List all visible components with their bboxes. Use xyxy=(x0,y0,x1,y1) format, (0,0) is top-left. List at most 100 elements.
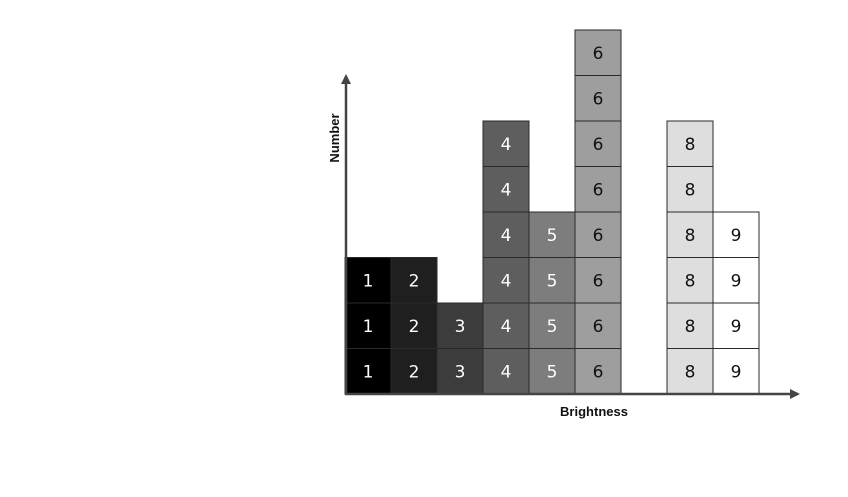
cell-label: 6 xyxy=(593,226,604,246)
cell-label: 8 xyxy=(685,271,696,291)
cell-4-6: 4 xyxy=(482,120,530,167)
cell-label: 5 xyxy=(547,317,558,337)
cell-label: 4 xyxy=(501,135,512,155)
cell-label: 8 xyxy=(685,135,696,155)
cell-box xyxy=(666,120,714,167)
cell-6-6: 6 xyxy=(574,120,622,167)
cell-9-4: 9 xyxy=(712,211,760,258)
cell-label: 6 xyxy=(593,271,604,291)
cell-box xyxy=(482,120,530,167)
cell-label: 4 xyxy=(501,180,512,200)
cell-box xyxy=(574,29,622,76)
histogram-cells: 1 1 1 2 2 2 3 3 4 4 4 4 4 4 5 5 5 5 6 6 6 6 6 6 6 6 8 8 8 8 8 8 9 9 9 9 xyxy=(344,29,760,395)
cell-label: 8 xyxy=(685,317,696,337)
cell-box xyxy=(436,302,484,349)
cell-box xyxy=(574,75,622,122)
cell-3-2: 3 xyxy=(436,302,484,349)
cell-label: 9 xyxy=(731,317,742,337)
cell-box xyxy=(666,348,714,395)
cell-box xyxy=(712,302,760,349)
cell-box xyxy=(482,211,530,258)
cell-label: 5 xyxy=(547,362,558,382)
cell-8-3: 8 xyxy=(666,257,714,304)
cell-label: 8 xyxy=(685,362,696,382)
cell-label: 1 xyxy=(363,317,374,337)
cell-8-4: 8 xyxy=(666,211,714,258)
cell-2-1: 2 xyxy=(390,348,438,395)
cell-box xyxy=(390,302,438,349)
cell-box xyxy=(712,257,760,304)
cell-1-2: 1 xyxy=(344,302,392,349)
cell-4-2: 4 xyxy=(482,302,530,349)
cell-9-3: 9 xyxy=(712,257,760,304)
cell-3-1: 3 xyxy=(436,348,484,395)
cell-5-1: 5 xyxy=(528,348,576,395)
cell-box xyxy=(666,257,714,304)
cell-label: 5 xyxy=(547,271,558,291)
cell-1-3: 1 xyxy=(344,257,392,304)
y-axis-label: Number xyxy=(327,113,342,162)
cell-label: 6 xyxy=(593,180,604,200)
cell-box xyxy=(344,348,392,395)
cell-8-6: 8 xyxy=(666,120,714,167)
cell-2-3: 2 xyxy=(390,257,438,304)
cell-8-5: 8 xyxy=(666,166,714,213)
cell-9-1: 9 xyxy=(712,348,760,395)
cell-4-4: 4 xyxy=(482,211,530,258)
cell-label: 9 xyxy=(731,271,742,291)
cell-label: 4 xyxy=(501,271,512,291)
cell-label: 4 xyxy=(501,362,512,382)
cell-4-5: 4 xyxy=(482,166,530,213)
cell-label: 2 xyxy=(409,317,420,337)
cell-label: 9 xyxy=(731,226,742,246)
cell-label: 2 xyxy=(409,271,420,291)
cell-box xyxy=(528,257,576,304)
cell-box xyxy=(574,166,622,213)
cell-9-2: 9 xyxy=(712,302,760,349)
cell-label: 6 xyxy=(593,135,604,155)
cell-label: 3 xyxy=(455,362,466,382)
cell-4-1: 4 xyxy=(482,348,530,395)
cell-box xyxy=(574,302,622,349)
cell-6-8: 6 xyxy=(574,29,622,76)
x-axis-label: Brightness xyxy=(560,404,628,419)
cell-box xyxy=(344,302,392,349)
cell-label: 9 xyxy=(731,362,742,382)
cell-label: 4 xyxy=(501,226,512,246)
cell-box xyxy=(574,348,622,395)
cell-6-2: 6 xyxy=(574,302,622,349)
cell-label: 4 xyxy=(501,317,512,337)
cell-1-1: 1 xyxy=(344,348,392,395)
cell-label: 8 xyxy=(685,180,696,200)
cell-4-3: 4 xyxy=(482,257,530,304)
cell-box xyxy=(344,257,392,304)
cell-6-7: 6 xyxy=(574,75,622,122)
cell-label: 6 xyxy=(593,362,604,382)
cell-box xyxy=(482,166,530,213)
cell-8-1: 8 xyxy=(666,348,714,395)
cell-box xyxy=(528,211,576,258)
cell-label: 3 xyxy=(455,317,466,337)
cell-box xyxy=(574,120,622,167)
cell-label: 6 xyxy=(593,317,604,337)
cell-2-2: 2 xyxy=(390,302,438,349)
cell-label: 1 xyxy=(363,362,374,382)
cell-label: 2 xyxy=(409,362,420,382)
cell-box xyxy=(712,211,760,258)
cell-6-5: 6 xyxy=(574,166,622,213)
cell-5-2: 5 xyxy=(528,302,576,349)
cell-label: 6 xyxy=(593,89,604,109)
cell-6-4: 6 xyxy=(574,211,622,258)
cell-box xyxy=(666,302,714,349)
cell-label: 8 xyxy=(685,226,696,246)
cell-8-2: 8 xyxy=(666,302,714,349)
cell-box xyxy=(482,302,530,349)
cell-6-1: 6 xyxy=(574,348,622,395)
cell-box xyxy=(574,257,622,304)
cell-label: 1 xyxy=(363,271,374,291)
cell-label: 6 xyxy=(593,44,604,64)
cell-5-3: 5 xyxy=(528,257,576,304)
cell-label: 5 xyxy=(547,226,558,246)
cell-box xyxy=(528,302,576,349)
